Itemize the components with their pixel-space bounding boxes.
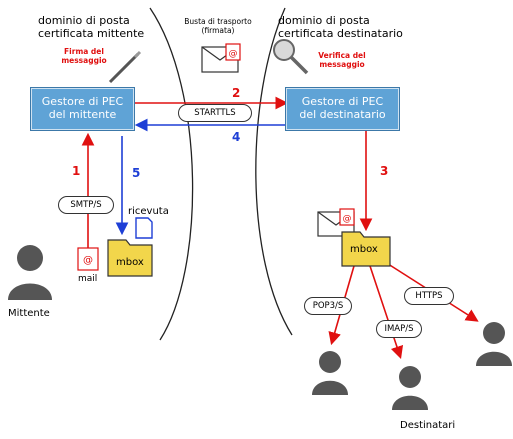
receipt-label: ricevuta [128,206,169,217]
left-domain-boundary [149,7,194,341]
recipient-server-line-1: Gestore di PEC [301,95,384,108]
receipt-document-icon [135,217,153,239]
sender-server-line-2: del mittente [48,108,117,121]
signature-note: Firma del messaggio [56,47,112,65]
recipient-mbox-folder-icon [341,231,391,267]
starttls-bubble: STARTTLS [178,104,252,122]
recipient-person-icon-2 [392,366,428,410]
svg-text:@: @ [343,214,352,224]
verification-note-line-2: messaggio [319,60,365,69]
transport-envelope-line-2: (firmata) [201,26,235,35]
arrow-imaps [369,265,404,360]
imaps-bubble: IMAP/S [376,320,422,338]
transport-envelope-line-1: Busta di trasporto [184,17,252,26]
step-5-label: 5 [132,166,141,180]
sender-mbox-label: mbox [116,257,144,268]
step-1-label: 1 [72,164,81,178]
pen-icon [108,50,142,84]
transport-envelope-caption: Busta di trasporto (firmata) [178,17,258,35]
sender-mail-icon: @ [77,247,99,271]
recipient-person-icon-3 [476,322,512,366]
recipient-mbox-label: mbox [350,244,378,255]
sender-person-icon [8,245,52,300]
sender-label: Mittente [8,308,50,319]
step-4-label: 4 [232,130,241,144]
sender-server-line-1: Gestore di PEC [41,95,124,108]
svg-text:@: @ [83,255,93,266]
recipient-person-icon-1 [312,351,348,395]
signature-note-line-2: messaggio [61,56,107,65]
recipient-domain-line-1: dominio di posta [278,14,370,27]
sender-domain-line-1: dominio di posta [38,14,130,27]
right-domain-boundary [255,7,293,336]
verification-note: Verifica del messaggio [312,51,372,69]
svg-text:@: @ [229,49,238,59]
mail-label: mail [78,274,98,284]
verification-note-line-1: Verifica del [318,51,366,60]
sender-domain-line-2: certificata mittente [38,27,145,40]
recipient-server-line-2: del destinatario [299,108,386,121]
recipient-envelope-icon: @ [317,208,355,237]
recipients-label: Destinatari [400,420,456,431]
smtps-bubble: SMTP/S [58,196,114,214]
sender-domain-title: dominio di posta certificata mittente [38,14,144,40]
signature-note-line-1: Firma del [64,47,104,56]
magnifier-icon [273,39,309,75]
sender-mbox-folder-icon [107,239,153,277]
step-3-label: 3 [380,164,389,178]
transport-envelope-icon: @ [201,43,241,73]
pop3s-bubble: POP3/S [304,297,352,315]
step-2-label: 2 [232,86,241,100]
https-bubble: HTTPS [404,287,454,305]
recipient-domain-title: dominio di posta certificata destinatari… [278,14,403,40]
sender-pec-server: Gestore di PEC del mittente [30,87,135,131]
recipient-domain-line-2: certificata destinatario [278,27,403,40]
recipient-pec-server: Gestore di PEC del destinatario [285,87,400,131]
